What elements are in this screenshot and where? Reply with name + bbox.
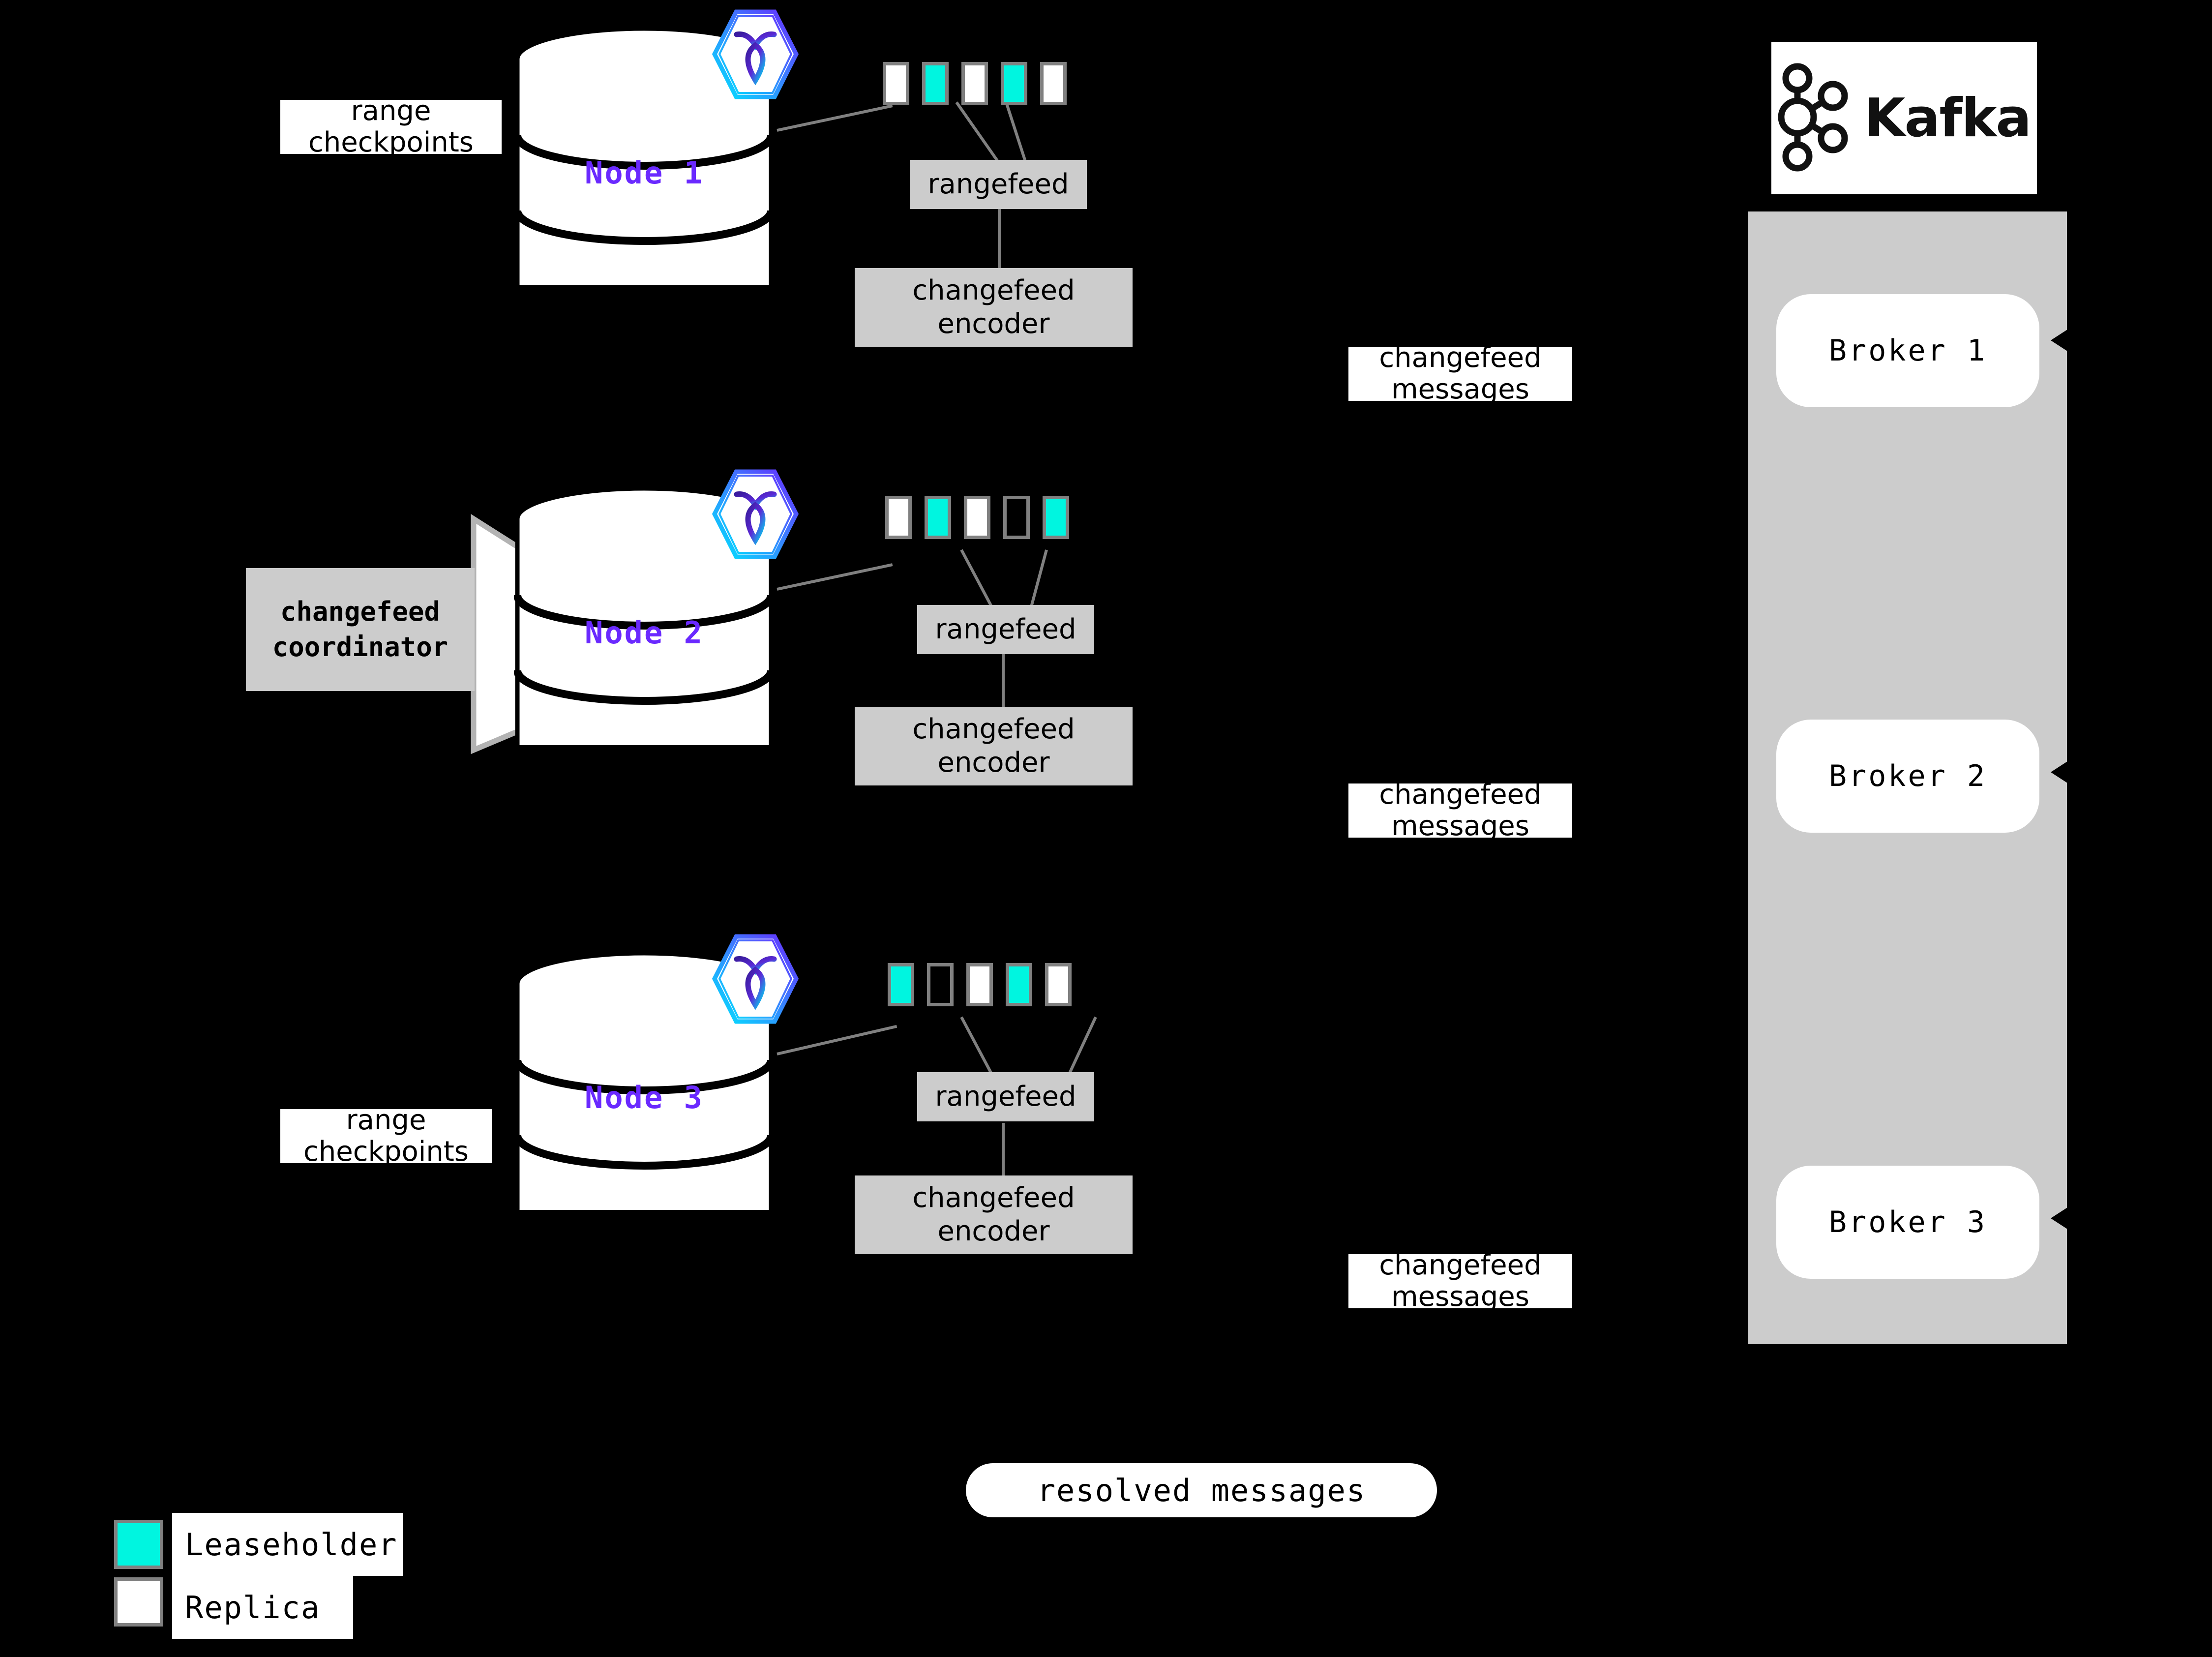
kafka-wordmark: Kafka	[1864, 87, 2032, 149]
coordinator-line1: changefeed	[280, 596, 441, 627]
connector-node1-ranges	[777, 104, 893, 132]
range-cell[interactable]	[883, 62, 909, 105]
legend-label-text: Leaseholder	[185, 1526, 398, 1563]
message-line2: messages	[1391, 373, 1529, 401]
rangefeed-label: rangefeed	[927, 168, 1069, 200]
kafka-inbound-arrow-3	[2051, 1207, 2067, 1229]
broker-label: Broker 1	[1829, 333, 1987, 368]
rangefeed-box-node2[interactable]: rangefeed	[917, 605, 1094, 654]
range-row-node1	[883, 62, 1067, 105]
range-cell[interactable]	[1003, 496, 1030, 539]
range-cell[interactable]	[1006, 963, 1032, 1006]
range-cell[interactable]	[1001, 62, 1027, 105]
broker-box-2[interactable]: Broker 2	[1776, 720, 2039, 833]
range-checkpoints-line2: checkpoints	[303, 1136, 469, 1164]
range-cell[interactable]	[966, 963, 993, 1006]
range-cell[interactable]	[964, 496, 990, 539]
legend-label-replica: Replica	[172, 1576, 353, 1639]
cockroachdb-hexagon-icon	[711, 9, 800, 102]
resolved-messages-pill: resolved messages	[966, 1463, 1437, 1517]
legend-swatch-leaseholder	[114, 1520, 163, 1569]
message-line1: changefeed	[1379, 783, 1542, 811]
kafka-logo-icon	[1778, 60, 1852, 176]
range-checkpoints-line1: range	[346, 1109, 426, 1136]
range-cell[interactable]	[922, 62, 949, 105]
rangefeed-label: rangefeed	[935, 613, 1076, 645]
connector-node2-ranges	[777, 563, 893, 591]
message-line1: changefeed	[1379, 347, 1542, 374]
range-cell[interactable]	[961, 62, 988, 105]
message-line2: messages	[1391, 810, 1529, 838]
broker-box-3[interactable]: Broker 3	[1776, 1166, 2039, 1279]
range-checkpoints-label-node1: range checkpoints	[280, 100, 502, 154]
rangefeed-label: rangefeed	[935, 1081, 1076, 1113]
rangefeed-box-node1[interactable]: rangefeed	[910, 160, 1087, 209]
encoder-line2: encoder	[937, 308, 1050, 340]
changefeed-encoder-box-node2[interactable]: changefeed encoder	[855, 707, 1133, 785]
range-cell[interactable]	[925, 496, 951, 539]
legend-label-text: Replica	[185, 1589, 321, 1626]
changefeed-messages-label-1: changefeed messages	[1348, 347, 1572, 401]
cockroachdb-hexagon-icon	[711, 934, 800, 1026]
range-cell[interactable]	[1043, 496, 1069, 539]
changefeed-coordinator-box[interactable]: changefeed coordinator	[246, 568, 475, 691]
kafka-logo: Kafka	[1771, 42, 2037, 194]
message-line1: changefeed	[1379, 1254, 1542, 1281]
range-checkpoints-line1: range	[351, 100, 431, 127]
range-checkpoints-label-node3: range checkpoints	[280, 1109, 492, 1163]
range-row-node2	[885, 496, 1069, 539]
broker-label: Broker 2	[1829, 759, 1987, 793]
range-cell[interactable]	[888, 963, 914, 1006]
broker-label: Broker 3	[1829, 1205, 1987, 1239]
encoder-line1: changefeed	[912, 274, 1075, 306]
node-cylinder-3: Node 3	[514, 949, 775, 1244]
changefeed-messages-label-2: changefeed messages	[1348, 783, 1572, 838]
resolved-messages-label: resolved messages	[1037, 1472, 1366, 1508]
legend-swatch-replica	[114, 1577, 163, 1627]
range-cell[interactable]	[1040, 62, 1067, 105]
message-line2: messages	[1391, 1281, 1529, 1309]
kafka-inbound-arrow-2	[2051, 761, 2067, 783]
encoder-line1: changefeed	[912, 1182, 1075, 1214]
range-checkpoints-line2: checkpoints	[308, 126, 474, 154]
changefeed-messages-label-3: changefeed messages	[1348, 1254, 1572, 1308]
node-cylinder-2: Node 2	[514, 484, 775, 780]
changefeed-encoder-box-node3[interactable]: changefeed encoder	[855, 1175, 1133, 1254]
kafka-inbound-arrow-1	[2051, 330, 2067, 351]
range-cell[interactable]	[1045, 963, 1072, 1006]
range-row-node3	[888, 963, 1072, 1006]
legend-label-leaseholder: Leaseholder	[172, 1513, 403, 1576]
coordinator-line2: coordinator	[272, 632, 448, 663]
cockroachdb-hexagon-icon	[711, 469, 800, 562]
rangefeed-box-node3[interactable]: rangefeed	[917, 1072, 1094, 1121]
range-cell[interactable]	[885, 496, 912, 539]
changefeed-encoder-box-node1[interactable]: changefeed encoder	[855, 268, 1133, 347]
range-cell[interactable]	[927, 963, 954, 1006]
encoder-line2: encoder	[937, 1215, 1050, 1247]
connector-node3-ranges	[777, 1024, 897, 1055]
encoder-line1: changefeed	[912, 713, 1075, 745]
connector-rangefeed-encoder-node1	[998, 208, 1001, 272]
encoder-line2: encoder	[937, 747, 1050, 779]
broker-box-1[interactable]: Broker 1	[1776, 294, 2039, 407]
